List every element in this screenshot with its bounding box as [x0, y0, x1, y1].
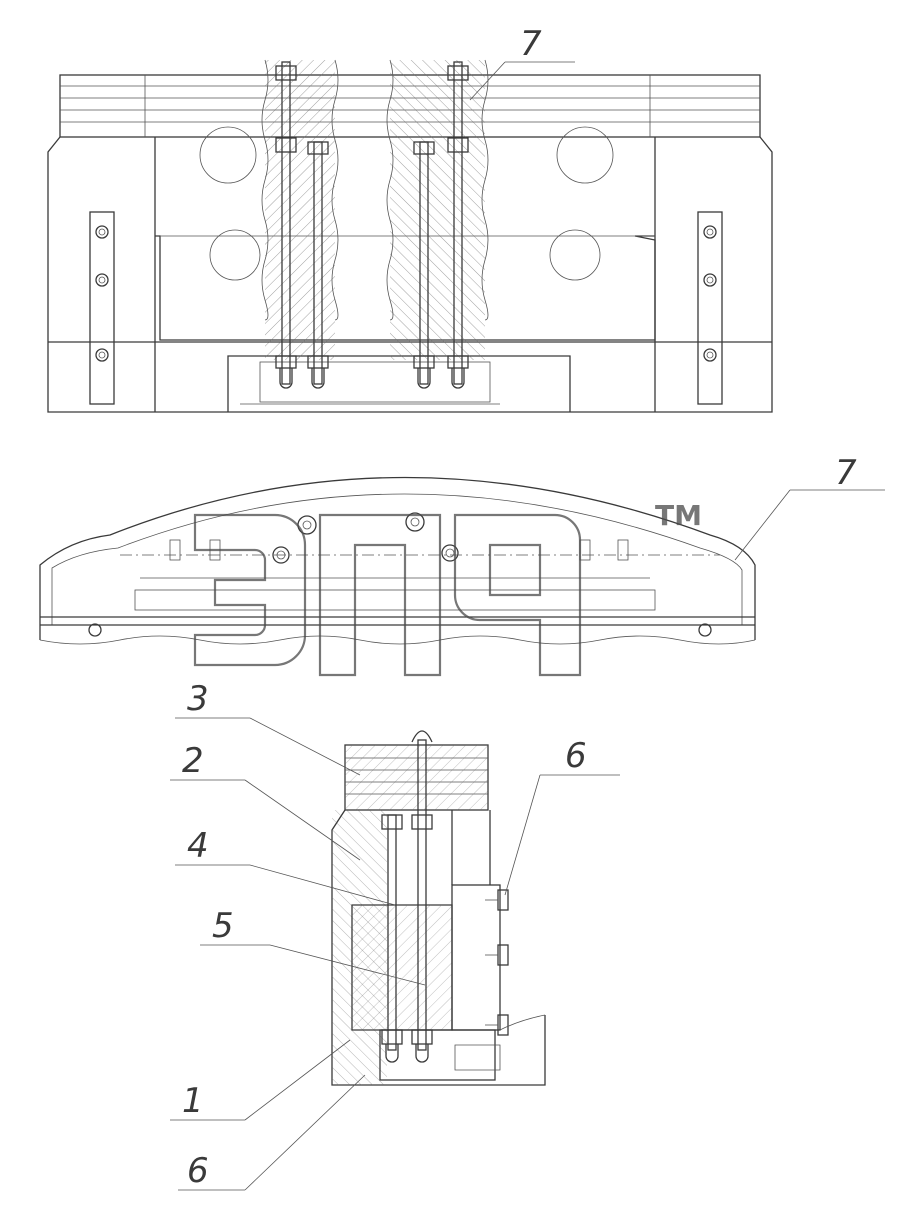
- callout-7-top: 7: [520, 24, 542, 64]
- callout-4: 4: [187, 826, 209, 866]
- trademark-label: TM: [655, 499, 702, 532]
- watermark-logo: TM: [193, 499, 702, 677]
- callout-6-top: 6: [565, 736, 587, 776]
- callout-7-middle: 7: [835, 453, 857, 493]
- callout-1: 1: [182, 1081, 204, 1121]
- side-bracket-left: [89, 211, 115, 405]
- tie-rods-top: [275, 61, 469, 389]
- middle-view: 7: [39, 453, 885, 645]
- callout-5: 5: [212, 906, 234, 946]
- section-view: 3 2 4 5 1 6 6: [170, 679, 620, 1191]
- side-bracket-right: [697, 211, 723, 405]
- top-view: 7: [47, 24, 773, 413]
- callout-3: 3: [187, 679, 209, 719]
- callout-6-bottom: 6: [187, 1151, 209, 1191]
- callout-2: 2: [182, 741, 204, 781]
